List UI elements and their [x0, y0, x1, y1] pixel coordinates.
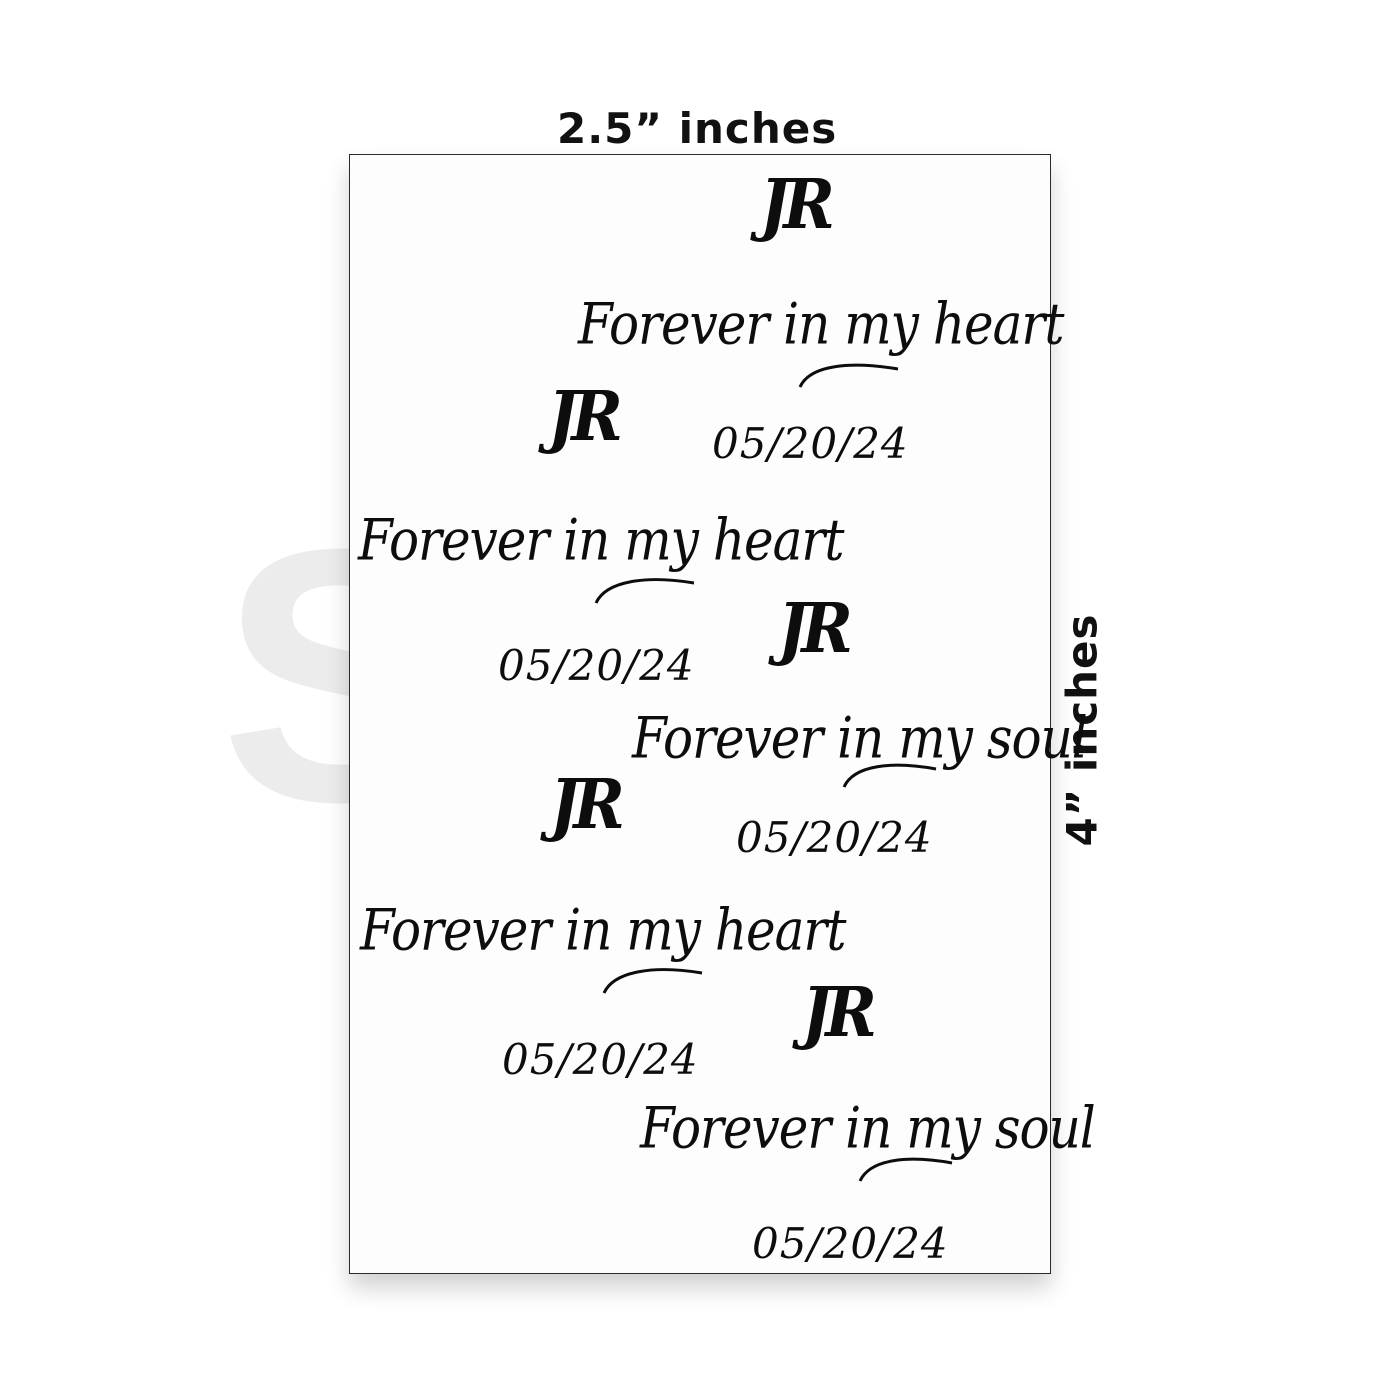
initials-text: JR: [550, 764, 625, 845]
width-dimension-label: 2.5” inches: [557, 104, 838, 153]
phrase-text: Forever in my heart: [578, 290, 1064, 358]
date-text: 05/20/24: [498, 641, 695, 690]
swash-decoration: [798, 363, 899, 388]
swash-decoration: [602, 968, 703, 994]
date-text: 05/20/24: [752, 1219, 949, 1268]
phrase-text: Forever in my heart: [360, 896, 846, 964]
initials-text: JR: [548, 376, 623, 457]
phrase-text: Forever in my heart: [358, 506, 844, 574]
swash-decoration: [594, 578, 695, 604]
initials-text: JR: [802, 972, 877, 1053]
date-text: 05/20/24: [736, 813, 933, 862]
initials-text: JR: [778, 588, 853, 669]
date-text: 05/20/24: [502, 1035, 699, 1084]
decal-sheet: JR Forever in my heart JR 05/20/24 Forev…: [349, 154, 1096, 1274]
phrase-text: Forever in my soul: [632, 704, 1088, 772]
initials-text: JR: [760, 164, 835, 245]
phrase-text: Forever in my soul: [640, 1094, 1096, 1162]
date-text: 05/20/24: [712, 419, 909, 468]
